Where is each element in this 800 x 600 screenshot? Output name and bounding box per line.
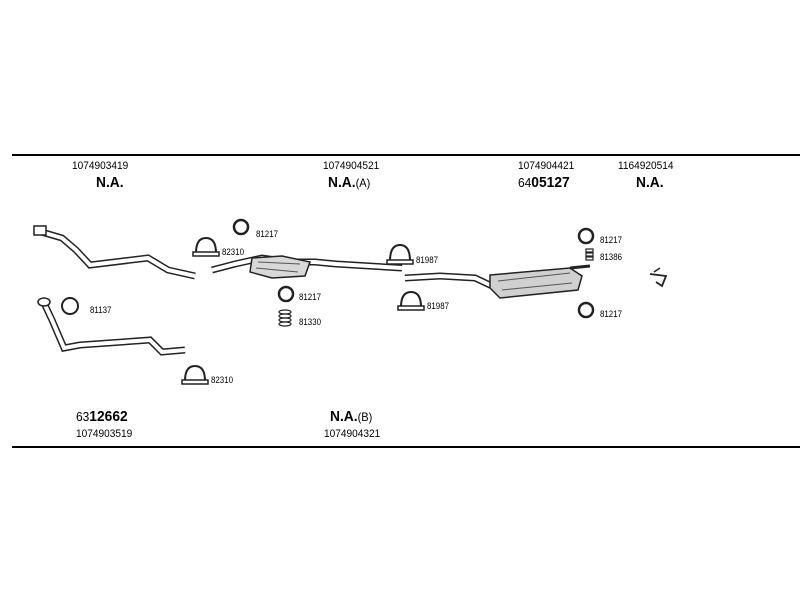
part-number-ring-5: 81137 <box>90 305 112 315</box>
ref-number-a: 1074903419 <box>72 160 129 172</box>
part-label-f: N.A.(B) <box>330 408 373 425</box>
rear-silencer <box>404 264 591 299</box>
bottom-rule <box>12 446 800 448</box>
gasket-ring-3 <box>577 227 595 245</box>
part-number-spring-2: 81386 <box>600 252 623 262</box>
gasket-ring-1 <box>232 218 250 236</box>
rubber-mount-1 <box>278 309 292 327</box>
part-number-ring-4: 81217 <box>600 309 623 319</box>
ref-number-f: 1074904321 <box>324 428 381 440</box>
front-pipe-a <box>33 225 196 280</box>
pipe-clamp-3 <box>397 290 425 311</box>
part-number-ring-3: 81217 <box>600 235 623 245</box>
ref-number-b: 1074904521 <box>323 160 380 172</box>
variant-suffix-f: (B) <box>357 410 373 424</box>
top-rule <box>12 154 800 156</box>
part-number-clamp-2: 81987 <box>416 255 439 265</box>
middle-silencer <box>211 254 403 279</box>
part-number-spring: 81330 <box>299 317 322 327</box>
pipe-clamp-1 <box>192 236 220 257</box>
part-label-e: 6312662 <box>76 408 128 425</box>
gasket-ring-4 <box>577 301 595 319</box>
part-label-c: 6405127 <box>518 174 570 191</box>
part-number-ring-1: 81217 <box>256 229 279 239</box>
part-label-b: N.A.(A) <box>328 174 371 191</box>
part-number-clamp-4: 82310 <box>211 375 234 385</box>
part-number-clamp-1: 82310 <box>222 247 245 257</box>
ref-number-c: 1074904421 <box>518 160 575 172</box>
front-pipe-b <box>37 297 186 356</box>
rubber-mount-2 <box>585 248 594 261</box>
prefix-e: 63 <box>76 409 90 424</box>
part-label-d: N.A. <box>636 174 664 191</box>
pipe-clamp-4 <box>181 364 209 385</box>
pipe-clamp-2 <box>386 243 414 265</box>
prefix-c: 64 <box>518 175 532 190</box>
variant-suffix-b: (A) <box>355 176 371 190</box>
tail-bracket <box>649 267 668 288</box>
part-label-a: N.A. <box>96 174 124 191</box>
ref-number-d: 1164920514 <box>618 160 674 172</box>
part-number-ring-2: 81217 <box>299 292 322 302</box>
gasket-ring-2 <box>277 285 295 303</box>
gasket-ring-5 <box>61 297 79 315</box>
part-number-clamp-3: 81987 <box>427 301 450 311</box>
ref-number-e: 1074903519 <box>76 428 133 440</box>
